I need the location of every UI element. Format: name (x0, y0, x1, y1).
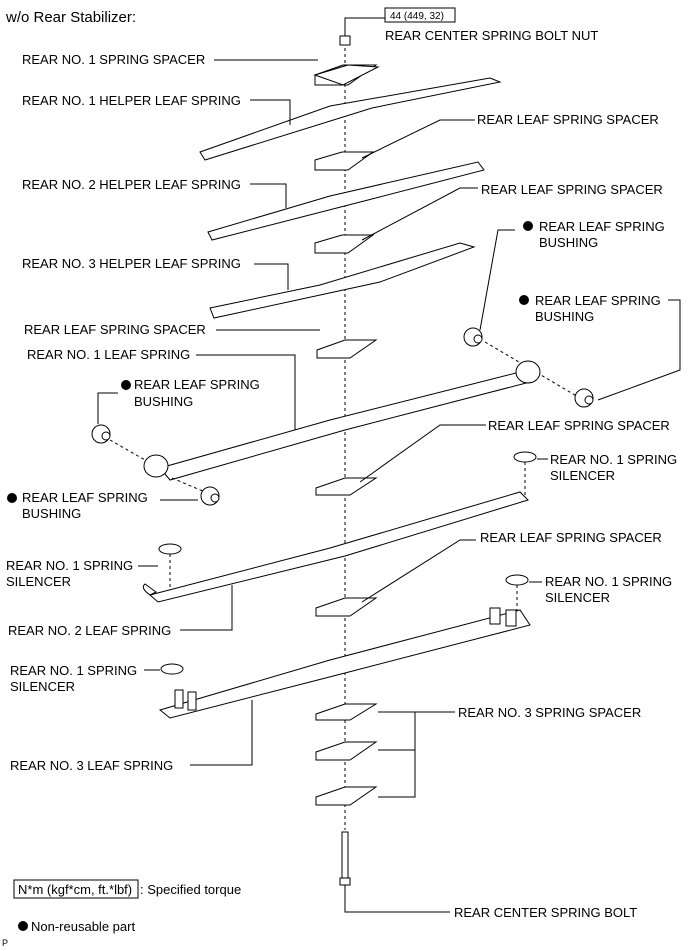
label-leaf-spacer-2: REAR LEAF SPRING SPACER (481, 182, 663, 197)
label-bushing-4-a: REAR LEAF SPRING (22, 490, 148, 505)
spring-silencer-4 (160, 663, 184, 675)
label-silencer-4-b: SILENCER (10, 679, 75, 694)
label-no3-helper-leaf: REAR NO. 3 HELPER LEAF SPRING (22, 256, 241, 271)
label-silencer-1-b: SILENCER (550, 468, 615, 483)
legend-nonreusable: Non-reusable part (18, 919, 135, 934)
label-no2-helper-leaf: REAR NO. 2 HELPER LEAF SPRING (22, 177, 241, 192)
label-no1-spring-spacer: REAR NO. 1 SPRING SPACER (22, 52, 205, 67)
no3-helper-leaf-spring (209, 242, 476, 319)
label-bushing-2-a: REAR LEAF SPRING (535, 293, 661, 308)
center-spring-bolt-nut (339, 17, 385, 46)
bushing-upper-right (574, 388, 594, 408)
spring-silencer-3 (505, 574, 529, 586)
label-no3-spring-spacer: REAR NO. 3 SPRING SPACER (458, 705, 641, 720)
no3-spring-spacer-3 (315, 786, 378, 806)
label-leaf-spacer-4: REAR LEAF SPRING SPACER (488, 418, 670, 433)
label-bushing-4-b: BUSHING (22, 506, 81, 521)
legend-torque: N*m (kgf*cm, ft.*lbf) : Specified torque (13, 879, 241, 899)
label-center-bolt-nut: REAR CENTER SPRING BOLT NUT (385, 28, 598, 43)
torque-box: 44 (449, 32) (384, 7, 456, 23)
footer-mark: P (2, 938, 8, 948)
torque-value: 44 (449, 32) (390, 11, 444, 22)
nonreusable-mark-3 (121, 380, 131, 390)
bushing-lower-right (200, 486, 220, 506)
no1-helper-leaf-spring (199, 77, 502, 161)
nonreusable-mark-1 (523, 221, 533, 231)
diagram-title: w/o Rear Stabilizer: (5, 9, 136, 26)
legend-torque-unit: N*m (kgf*cm, ft.*lbf) (18, 882, 132, 897)
no2-leaf-spring (142, 491, 529, 603)
label-silencer-3-a: REAR NO. 1 SPRING (545, 574, 672, 589)
label-leaf-spacer-3: REAR LEAF SPRING SPACER (24, 322, 206, 337)
no3-spring-spacer-2 (315, 741, 378, 761)
nonreusable-mark-2 (519, 295, 529, 305)
leaf-spring-spacer-1 (314, 151, 375, 171)
label-silencer-4-a: REAR NO. 1 SPRING (10, 663, 137, 678)
bushing-lower-left (91, 424, 111, 444)
spring-silencer-2 (158, 543, 182, 555)
label-leaf-spacer-5: REAR LEAF SPRING SPACER (480, 530, 662, 545)
nonreusable-bullet-icon (18, 921, 28, 931)
label-bushing-3-b: BUSHING (134, 394, 193, 409)
bushing-upper-left (463, 327, 483, 347)
leaf-spring-spacer-4 (315, 477, 378, 496)
leaf-spring-spacer-2 (314, 234, 375, 254)
no3-spring-spacer-1 (315, 703, 378, 721)
label-no3-leaf: REAR NO. 3 LEAF SPRING (10, 758, 173, 773)
spring-silencer-1 (513, 451, 537, 463)
center-spring-bolt (339, 831, 351, 886)
no2-helper-leaf-spring (207, 161, 485, 241)
label-bushing-2-b: BUSHING (535, 309, 594, 324)
leaf-spring-spacer-3 (316, 339, 378, 359)
nonreusable-mark-4 (7, 493, 17, 503)
no3-leaf-spring (158, 607, 531, 719)
label-no2-leaf: REAR NO. 2 LEAF SPRING (8, 623, 171, 638)
label-silencer-2-b: SILENCER (6, 574, 71, 589)
label-leaf-spacer-1: REAR LEAF SPRING SPACER (477, 112, 659, 127)
label-silencer-1-a: REAR NO. 1 SPRING (550, 452, 677, 467)
label-bushing-1-b: BUSHING (539, 235, 598, 250)
leaf-spring-spacer-5 (315, 597, 378, 617)
label-silencer-3-b: SILENCER (545, 590, 610, 605)
label-bushing-3-a: REAR LEAF SPRING (134, 377, 260, 392)
no1-leaf-spring (143, 360, 541, 481)
label-no1-leaf: REAR NO. 1 LEAF SPRING (27, 347, 190, 362)
label-silencer-2-a: REAR NO. 1 SPRING (6, 558, 133, 573)
legend-torque-desc: : Specified torque (140, 882, 241, 897)
label-bushing-1-a: REAR LEAF SPRING (539, 219, 665, 234)
label-center-bolt: REAR CENTER SPRING BOLT (454, 905, 637, 920)
legend-nonreusable-text: Non-reusable part (31, 919, 135, 934)
label-no1-helper-leaf: REAR NO. 1 HELPER LEAF SPRING (22, 93, 241, 108)
